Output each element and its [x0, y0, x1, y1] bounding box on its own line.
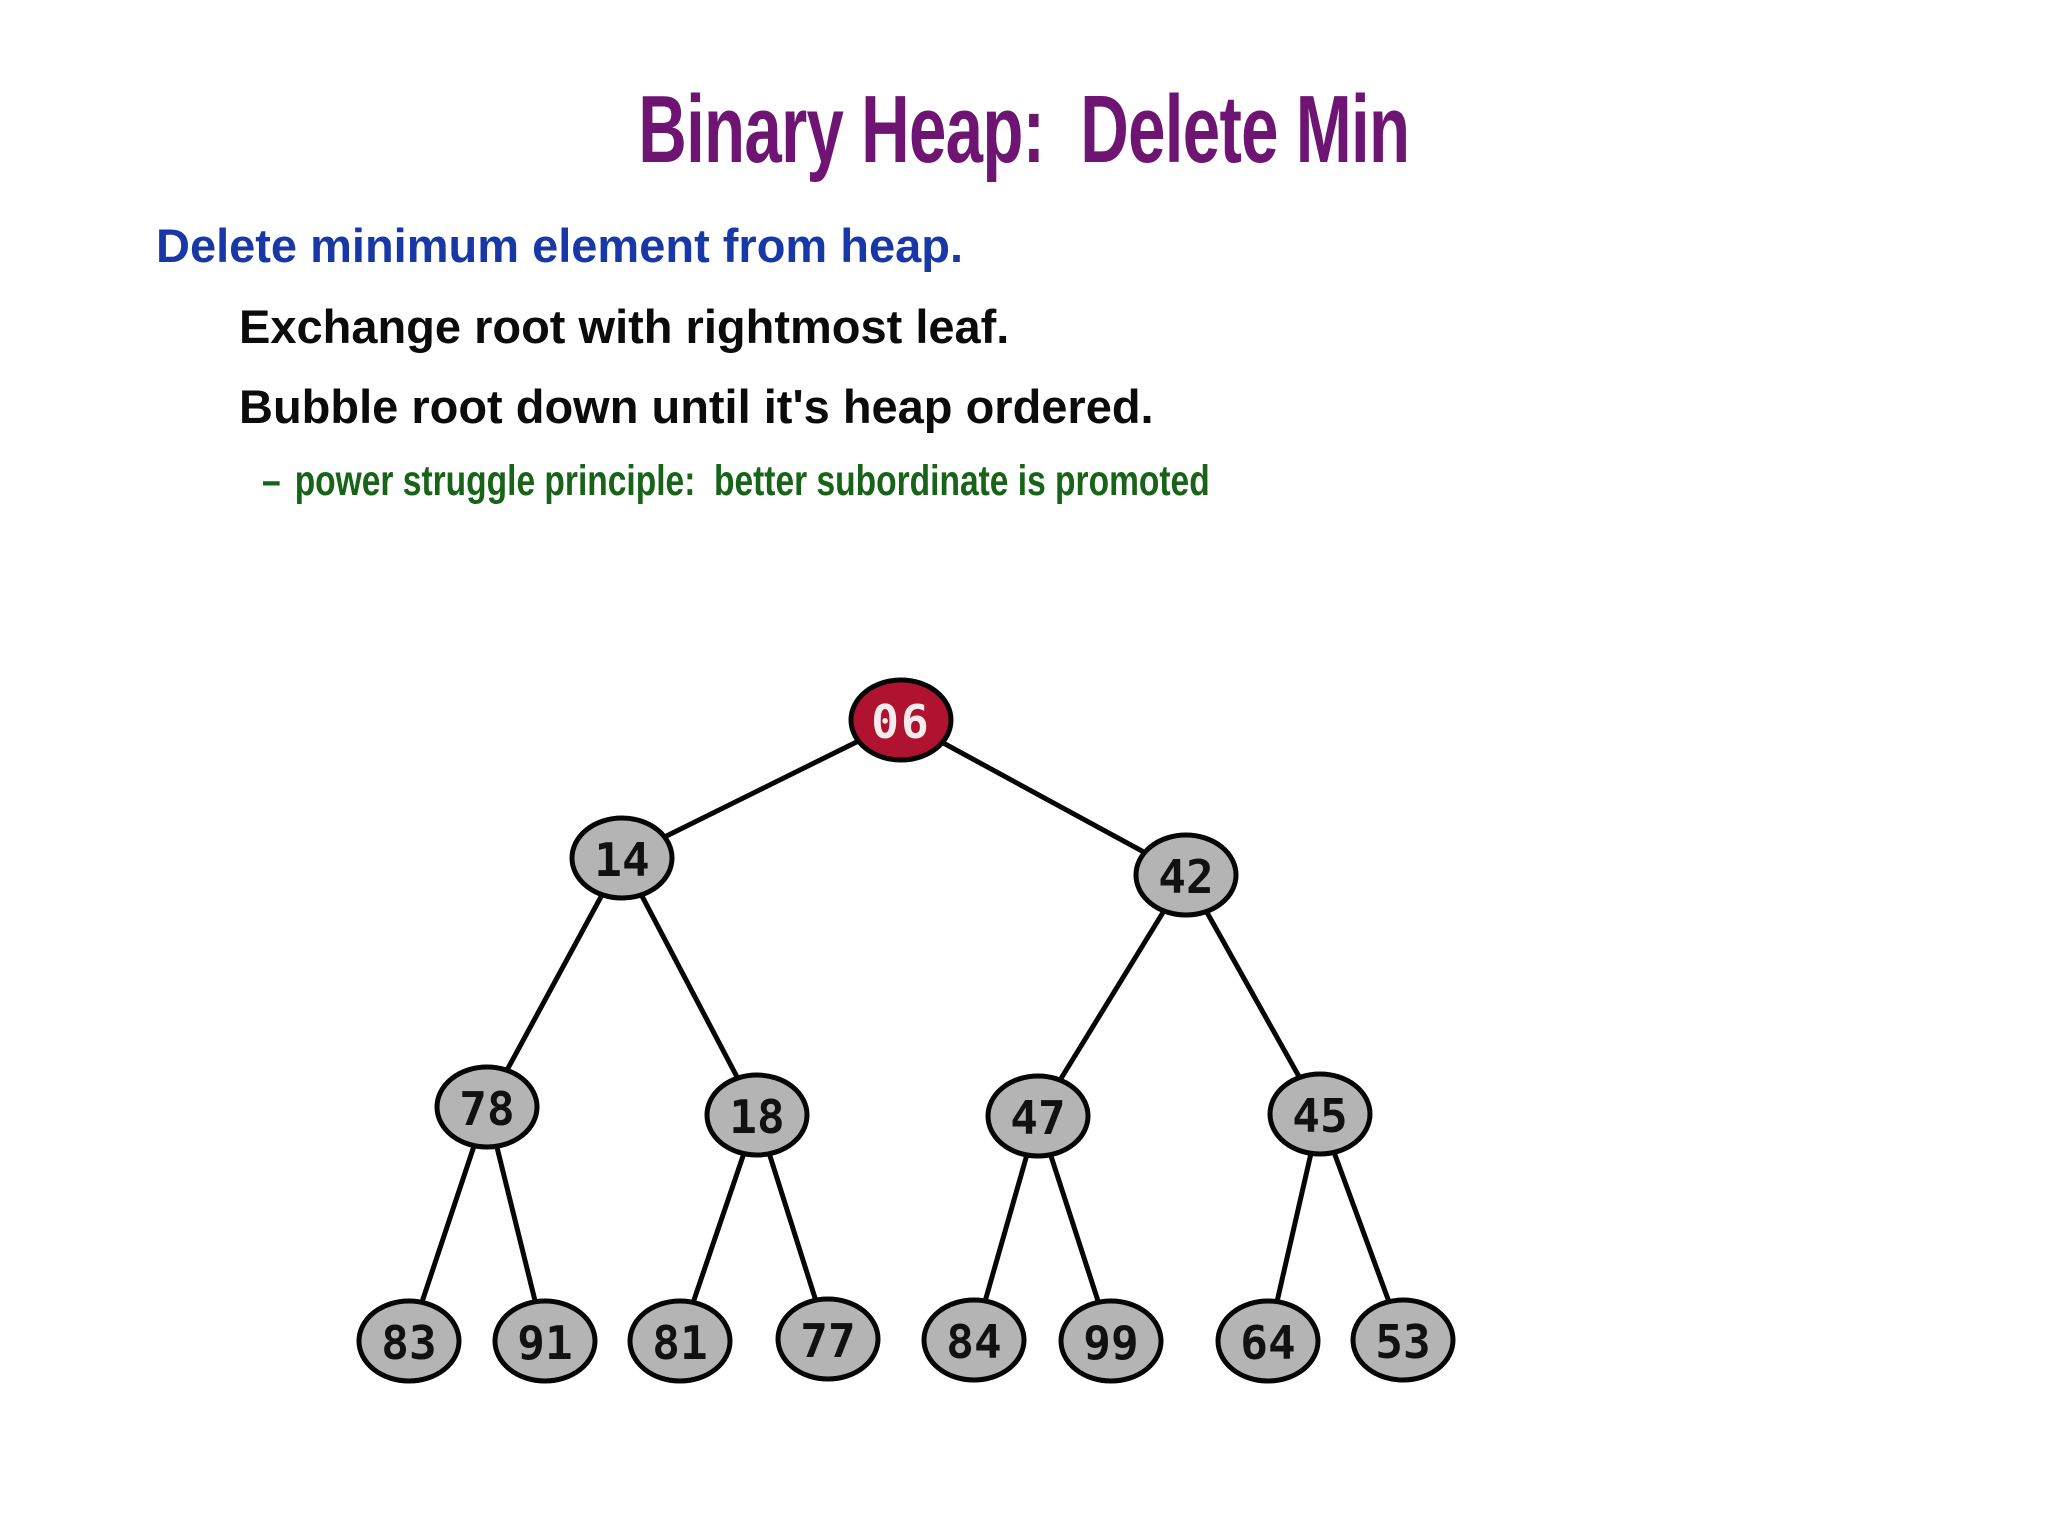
tree-node-label: 18	[729, 1090, 784, 1144]
tree-node-label: 91	[517, 1316, 572, 1370]
tree-node-label: 64	[1240, 1316, 1295, 1370]
tree-node-42: 42	[1133, 832, 1239, 918]
bullet-power-struggle: – power struggle principle: better subor…	[262, 457, 1210, 505]
tree-node-label: 83	[381, 1316, 436, 1370]
bullet-power-struggle-text: power struggle principle: better subordi…	[294, 457, 1210, 505]
tree-node-label: 77	[800, 1314, 855, 1368]
tree-edge-06-42	[899, 717, 1188, 878]
tree-node-14: 14	[569, 815, 675, 901]
node-ellipse	[1058, 1298, 1164, 1384]
bullet-exchange-root: Exchange root with rightmost leaf.	[239, 300, 1010, 353]
node-ellipse	[921, 1297, 1027, 1383]
node-ellipse	[704, 1072, 810, 1158]
node-ellipse	[356, 1298, 462, 1384]
dash-bullet: –	[262, 457, 281, 505]
tree-node-label: 06	[871, 695, 930, 749]
tree-node-99: 99	[1058, 1298, 1164, 1384]
tree-node-81: 81	[627, 1298, 733, 1384]
tree-node-label: 84	[946, 1315, 1001, 1369]
tree-node-47: 47	[985, 1073, 1091, 1159]
tree-node-45: 45	[1267, 1071, 1373, 1157]
page-title-text: Binary Heap: Delete Min	[638, 76, 1410, 184]
tree-node-label: 99	[1083, 1316, 1138, 1370]
tree-edge-42-47	[1035, 873, 1189, 1118]
tree-edge-06-14	[620, 717, 903, 861]
tree-node-06: 06	[848, 677, 954, 763]
tree-edge-42-45	[1183, 873, 1323, 1116]
tree-node-83: 83	[356, 1298, 462, 1384]
node-ellipse	[627, 1298, 733, 1384]
tree-node-64: 64	[1215, 1298, 1321, 1384]
tree-node-label: 47	[1010, 1091, 1065, 1145]
tree-edge-14-18	[619, 856, 760, 1117]
tree-node-77: 77	[775, 1296, 881, 1382]
tree-node-label: 53	[1375, 1315, 1430, 1369]
tree-node-label: 45	[1292, 1089, 1347, 1143]
node-ellipse	[569, 815, 675, 901]
node-ellipse	[1215, 1298, 1321, 1384]
node-ellipse	[434, 1064, 540, 1150]
tree-node-53: 53	[1350, 1297, 1456, 1383]
tree-node-label: 78	[459, 1082, 514, 1136]
node-ellipse	[985, 1073, 1091, 1159]
bullet-heading: Delete minimum element from heap.	[156, 219, 964, 272]
node-ellipse	[1350, 1297, 1456, 1383]
tree-node-91: 91	[492, 1298, 598, 1384]
tree-edge-14-78	[484, 856, 625, 1109]
node-ellipse	[492, 1298, 598, 1384]
node-ellipse	[1267, 1071, 1373, 1157]
root-node-ellipse	[848, 677, 954, 763]
page-title: Binary Heap: Delete Min	[0, 80, 2048, 181]
tree-node-label: 42	[1158, 850, 1213, 904]
tree-node-84: 84	[921, 1297, 1027, 1383]
node-ellipse	[775, 1296, 881, 1382]
tree-node-78: 78	[434, 1064, 540, 1150]
tree-node-label: 14	[594, 833, 649, 887]
tree-node-label: 81	[652, 1316, 707, 1370]
node-ellipse	[1133, 832, 1239, 918]
bullet-bubble-down: Bubble root down until it's heap ordered…	[239, 380, 1154, 433]
tree-node-18: 18	[704, 1072, 810, 1158]
